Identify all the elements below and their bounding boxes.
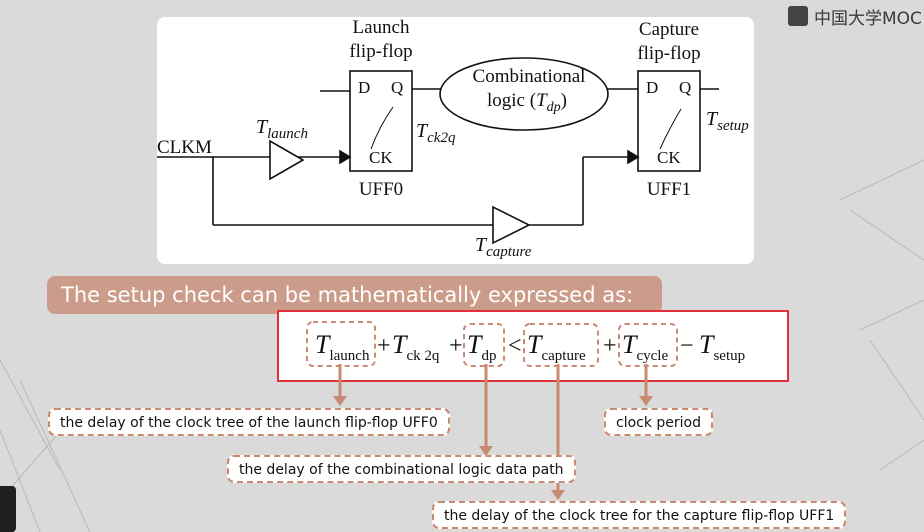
launch-title-line1: Launch bbox=[353, 17, 410, 38]
launch-pin-q: Q bbox=[391, 78, 403, 97]
capture-pin-ck: CK bbox=[657, 148, 681, 167]
capture-pin-q: Q bbox=[679, 78, 691, 97]
formula-minus: − bbox=[680, 333, 694, 359]
capture-delay-callout: the delay of the clock tree for the capt… bbox=[432, 501, 847, 529]
formula-t-ck2q: Tck 2q bbox=[392, 330, 440, 364]
t-ck2q-label: Tck2q bbox=[416, 120, 456, 146]
formula-plus-3: + bbox=[603, 333, 617, 359]
launch-title-line2: flip-flop bbox=[349, 41, 412, 62]
formula-t-launch: Tlaunch bbox=[315, 330, 370, 364]
mooc-watermark: 中国大学MOC bbox=[788, 4, 922, 29]
side-panel-handle[interactable] bbox=[0, 486, 16, 532]
t-capture-label: Tcapture bbox=[475, 234, 532, 260]
formula-plus-2: + bbox=[449, 333, 463, 359]
launch-buffer bbox=[269, 139, 305, 181]
launch-delay-callout: the delay of the clock tree of the launc… bbox=[48, 408, 450, 436]
formula-t-cycle: Tcycle bbox=[622, 330, 668, 364]
clkm-label: CLKM bbox=[157, 137, 212, 158]
uff1-label: UFF1 bbox=[647, 179, 691, 200]
mooc-logo-icon bbox=[788, 6, 808, 26]
launch-term-highlight bbox=[306, 321, 376, 367]
dp-term-highlight bbox=[463, 323, 505, 367]
formula-t-setup: Tsetup bbox=[699, 330, 745, 364]
setup-timing-diagram: Launch flip-flop Capture flip-flop Combi… bbox=[157, 17, 754, 264]
capture-buffer bbox=[492, 205, 531, 245]
watermark-text: 中国大学MOC bbox=[814, 8, 922, 29]
comb-logic-line1: Combinational bbox=[473, 66, 586, 87]
comb-logic-line2: logic (Tdp) bbox=[487, 90, 567, 115]
capture-title-line2: flip-flop bbox=[637, 43, 700, 64]
formula-t-dp: Tdp bbox=[467, 330, 496, 364]
launch-pin-ck: CK bbox=[369, 148, 393, 167]
capture-flipflop-box bbox=[637, 70, 701, 172]
t-launch-label: Tlaunch bbox=[256, 116, 308, 142]
capture-term-highlight bbox=[523, 323, 599, 367]
comb-delay-callout: the delay of the combinational logic dat… bbox=[227, 455, 576, 483]
formula-t-capture: Tcapture bbox=[527, 330, 586, 364]
capture-pin-d: D bbox=[646, 78, 658, 97]
launch-pin-d: D bbox=[358, 78, 370, 97]
t-setup-label: Tsetup bbox=[706, 108, 749, 134]
formula-plus-1: + bbox=[377, 333, 391, 359]
cycle-term-highlight bbox=[618, 323, 678, 367]
setup-check-banner: The setup check can be mathematically ex… bbox=[47, 276, 662, 314]
uff0-label: UFF0 bbox=[359, 179, 403, 200]
launch-flipflop-box bbox=[349, 70, 413, 172]
clock-period-callout: clock period bbox=[604, 408, 714, 436]
setup-check-formula: Tlaunch + Tck 2q + Tdp < Tcapture + Tcyc… bbox=[277, 310, 789, 382]
combinational-logic-bubble bbox=[439, 57, 609, 131]
capture-title-line1: Capture bbox=[639, 19, 699, 40]
formula-less-than: < bbox=[508, 333, 522, 359]
